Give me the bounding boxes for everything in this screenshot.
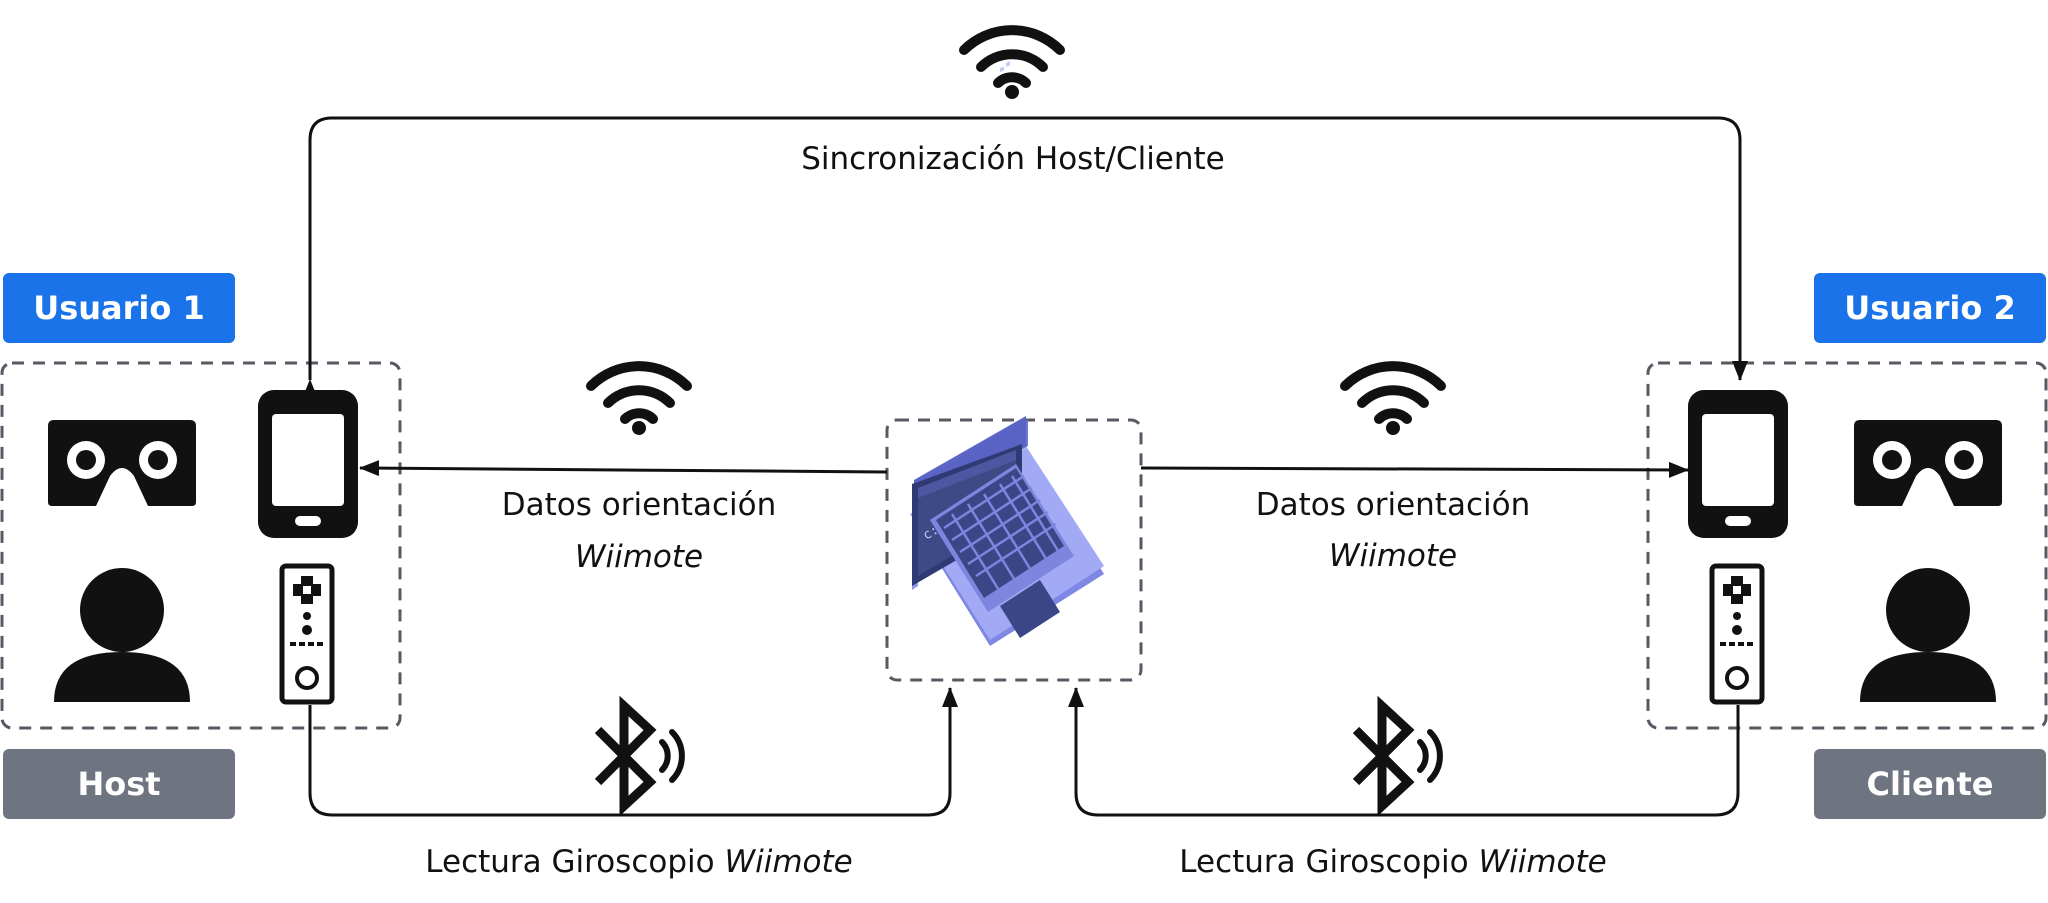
user-icon [1860,568,1996,702]
right-data-label: Datos orientación [1255,487,1531,523]
right-data-arrow [1140,461,1689,478]
left-gyro-text: Lectura Giroscopio [425,844,725,880]
user2-dashed-box [1646,361,2048,730]
wifi-icon [1340,361,1446,435]
bluetooth-icon [594,695,685,817]
user-icon [54,568,190,702]
bluetooth-icon [1352,695,1443,817]
sync-label: Sincronización Host/Cliente [801,141,1225,177]
left-gyro-italic: Wiimote [724,844,853,880]
left-data-label-italic: Wiimote [574,539,704,575]
host-badge: Host [3,749,235,819]
laptop-icon: c:\>_ [910,61,1104,646]
left-data-label: Datos orientación [501,487,777,523]
vr-headset-icon [48,420,196,506]
wifi-icon [959,25,1065,99]
wiimote-icon [279,563,335,705]
smartphone-icon [1688,390,1788,538]
client-badge: Cliente [1814,749,2046,819]
user1-badge: Usuario 1 [3,273,235,343]
laptop-dashed-box [885,418,1143,682]
user2-badge: Usuario 2 [1814,273,2046,343]
right-gyro-text: Lectura Giroscopio [1179,844,1479,880]
sync-connector [302,116,1748,399]
left-gyro-connector [308,687,958,817]
right-gyro-connector [1068,687,1740,817]
wiimote-icon [1709,563,1765,705]
right-data-label-italic: Wiimote [1328,538,1458,574]
left-gyro-label: Lectura Giroscopio Wiimote [425,847,852,878]
left-data-arrow [359,460,888,477]
vr-headset-icon [1854,420,2002,506]
wifi-icon [586,361,692,435]
right-gyro-italic: Wiimote [1478,844,1607,880]
user1-dashed-box [0,361,402,730]
right-gyro-label: Lectura Giroscopio Wiimote [1179,847,1606,878]
smartphone-icon [258,390,358,538]
